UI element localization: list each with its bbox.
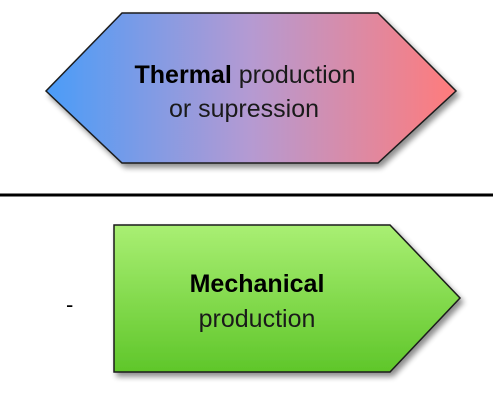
mechanical-label-line2: production [199,305,316,333]
thermal-label-line2: or supression [169,95,319,123]
thermal-hexagon-shape [44,12,458,164]
mechanical-label-line1: Mechanical [190,270,325,298]
stray-dash-mark: - [66,292,73,317]
mechanical-label-bold: Mechanical [190,270,325,298]
thermal-label-bold: Thermal [135,61,232,89]
thermal-hexagon-node: Thermal production or supression [44,12,458,164]
thermal-label-rest: production [232,61,356,89]
mechanical-arrow-shape [113,224,462,373]
thermal-label-line1: Thermal production [135,61,356,89]
mechanical-arrow-node: Mechanical production [113,224,462,373]
